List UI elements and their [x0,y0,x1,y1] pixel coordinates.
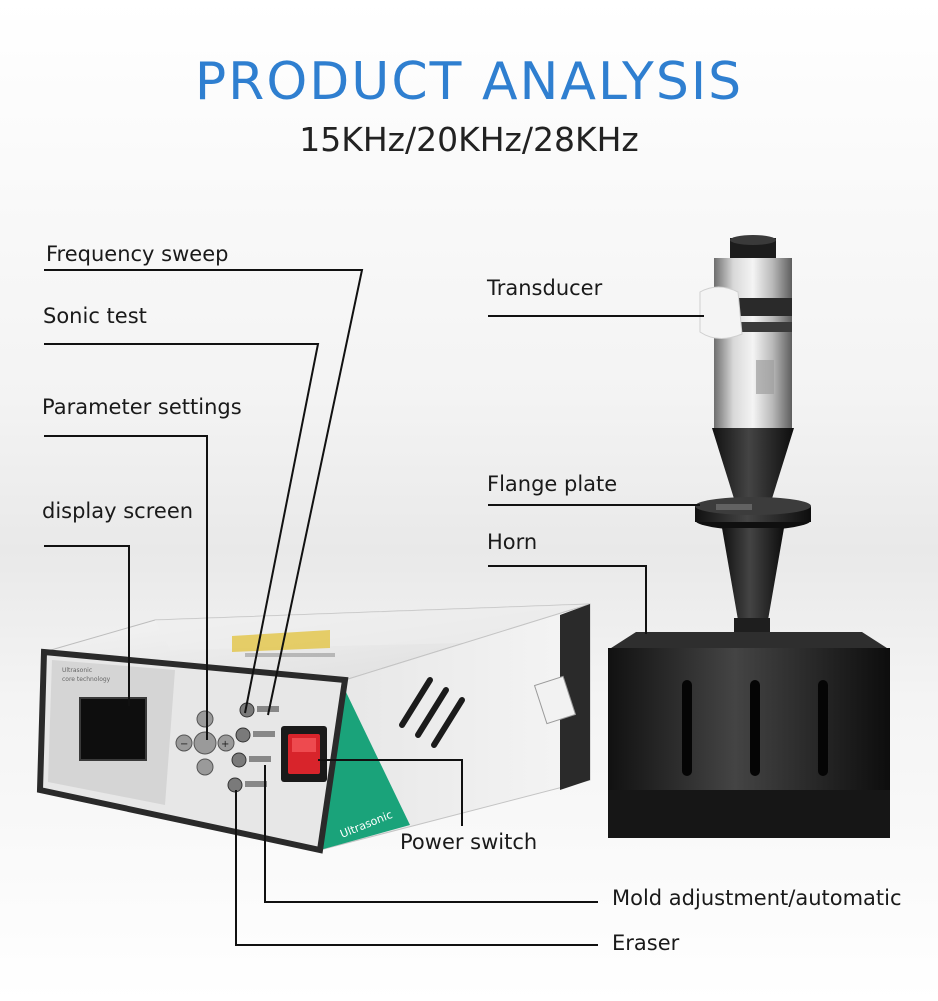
svg-text:−: − [180,739,188,750]
transducer-assembly [699,235,792,428]
label-mold-adjustment: Mold adjustment/automatic [612,886,902,910]
label-horn: Horn [487,530,538,554]
flange-plate [695,497,811,530]
mold-adjustment-button[interactable] [231,752,271,768]
svg-text:core technology: core technology [62,676,111,683]
power-switch[interactable] [281,726,327,782]
horn-block [608,632,890,838]
sonic-test-button[interactable] [235,727,275,743]
horn [722,528,784,636]
display-screen [79,697,147,761]
navigation-keypad[interactable]: + − [175,710,235,776]
svg-text:Ultrasonic: Ultrasonic [62,667,92,674]
label-parameter-settings: Parameter settings [42,395,242,419]
svg-text:+: + [221,739,229,750]
label-flange-plate: Flange plate [487,472,618,496]
label-power-switch: Power switch [400,830,538,854]
frequency-subtitle: 15KHz/20KHz/28KHz [299,120,639,159]
page-title: PRODUCT ANALYSIS [194,52,744,112]
label-transducer: Transducer [487,276,603,300]
vent-slots [399,677,465,748]
booster-cone [712,428,794,505]
label-display-screen: display screen [42,499,194,523]
label-frequency-sweep: Frequency sweep [46,242,229,266]
leader-lines [44,269,704,946]
label-sonic-test: Sonic test [43,304,147,328]
label-eraser: Eraser [612,931,680,955]
